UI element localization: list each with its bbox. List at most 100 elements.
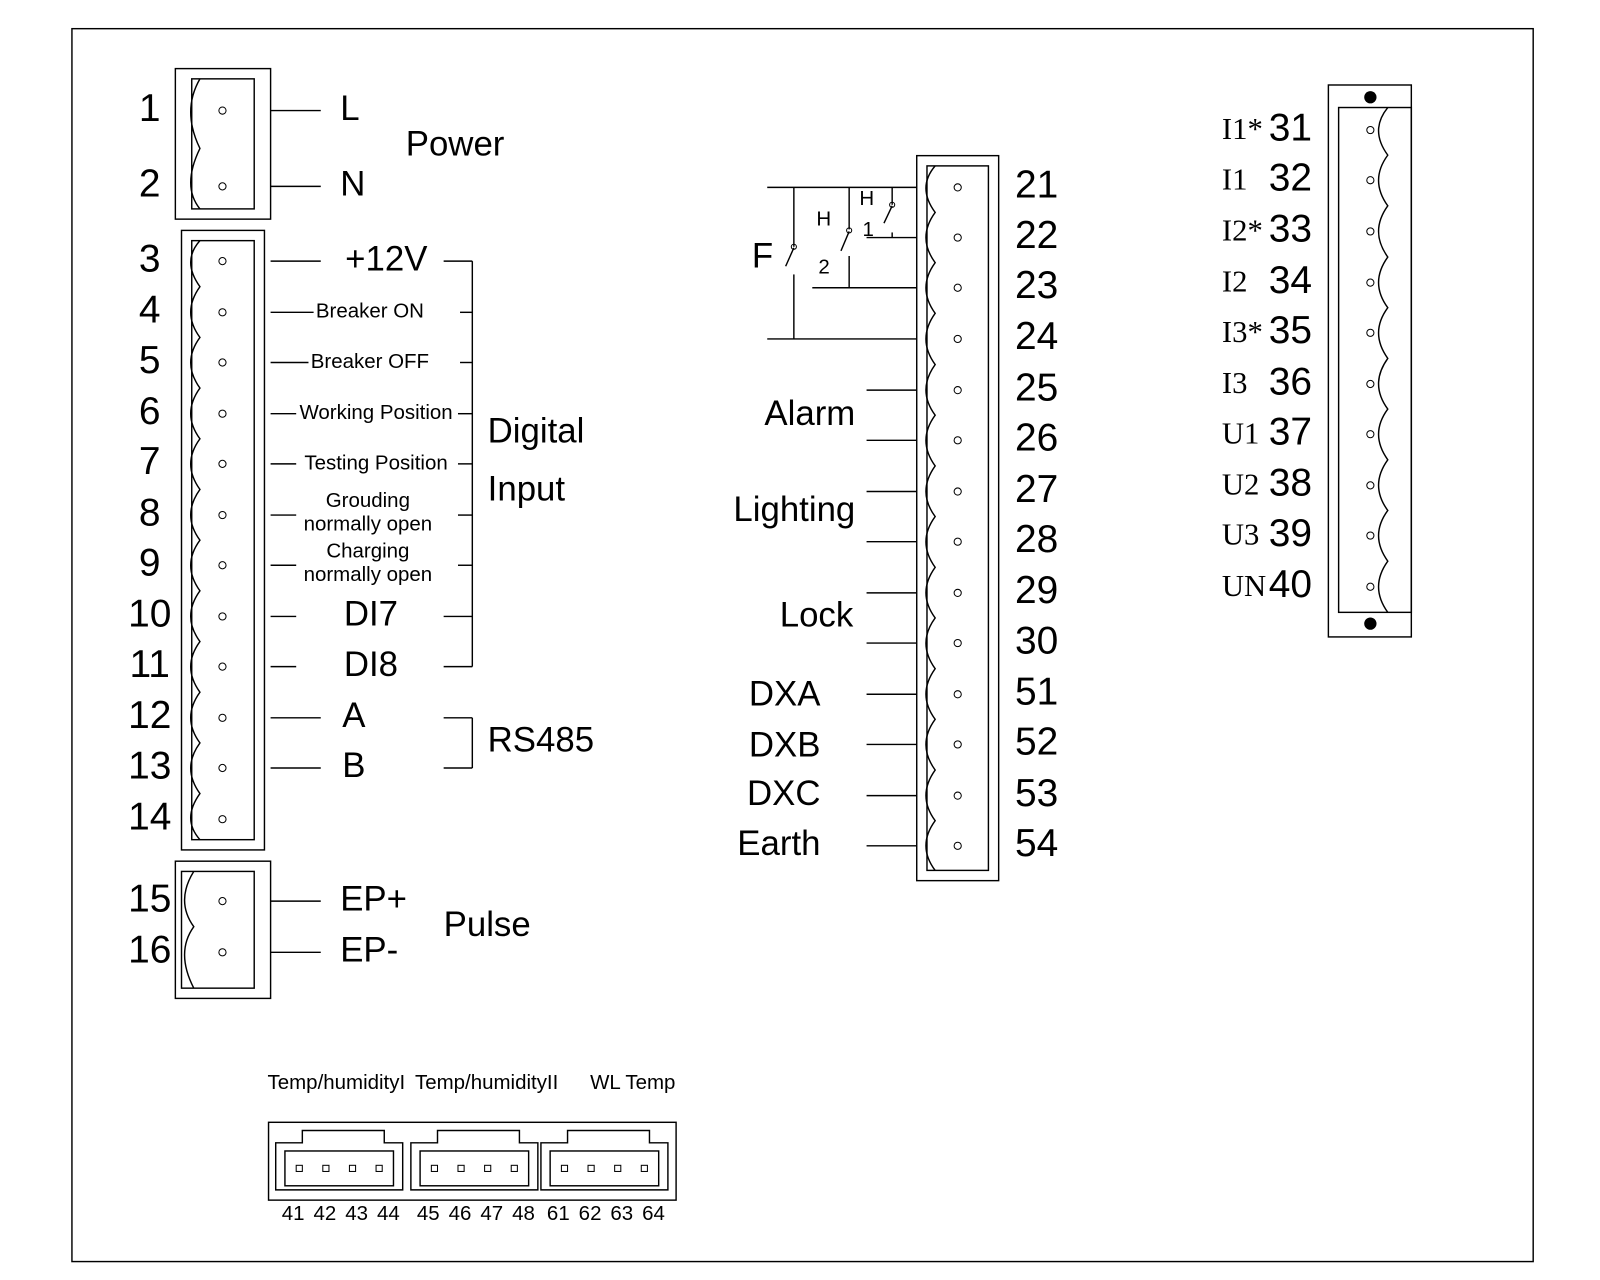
measurement-label: I3* <box>1222 315 1263 349</box>
sensor-pin-icon <box>484 1164 492 1172</box>
measurement-label: I1* <box>1222 112 1263 146</box>
pulse-label: EP+ <box>340 879 407 918</box>
sensor-pin-number: 46 <box>449 1202 472 1225</box>
power-label: L <box>340 89 359 128</box>
power-terminal-block <box>174 67 272 220</box>
terminal-screw-icon <box>1366 481 1375 490</box>
sensor-label: WL Temp <box>590 1071 675 1094</box>
terminal-number: 10 <box>128 593 171 636</box>
terminal-screw-icon <box>953 386 962 395</box>
control-label: DXB <box>749 726 821 765</box>
sensor-pin-icon <box>640 1164 648 1172</box>
control-label: DXC <box>747 774 820 813</box>
terminal-edge <box>925 165 937 871</box>
rs485-label: A <box>342 696 366 735</box>
switch-h2-number: 2 <box>818 256 829 279</box>
sensor-label: Temp/humidityI <box>268 1071 406 1094</box>
digital-terminal-block <box>180 229 266 851</box>
terminal-number: 6 <box>139 390 161 433</box>
sensor-pin-icon <box>510 1164 518 1172</box>
terminal-screw-icon <box>1366 430 1375 439</box>
digital-group-label: Digital <box>488 411 585 450</box>
terminal-screw-icon <box>953 638 962 648</box>
measurement-terminal-insert <box>1337 106 1413 614</box>
terminal-number: 38 <box>1269 462 1312 505</box>
terminal-edge <box>1377 107 1389 613</box>
terminal-number: 53 <box>1015 772 1058 815</box>
terminal-number: 9 <box>139 542 161 585</box>
sensor-pin-number: 64 <box>642 1202 665 1225</box>
digital-input-label: normally open <box>304 513 433 536</box>
sensor-socket-inner <box>284 1150 395 1187</box>
terminal-screw-icon <box>1366 379 1375 389</box>
terminal-number: 23 <box>1015 264 1058 307</box>
terminal-screw-icon <box>218 561 227 570</box>
sensor-socket-inner <box>549 1150 660 1187</box>
terminal-screw-icon <box>953 233 962 242</box>
sensor-pin-icon <box>457 1164 465 1172</box>
switch-h2-label: H <box>816 208 831 231</box>
terminal-number: 2 <box>139 163 161 206</box>
measurement-terminal-block <box>1327 84 1413 638</box>
measurement-label: I2* <box>1222 214 1263 248</box>
pulse-terminal-insert <box>180 870 255 989</box>
terminal-screw-icon <box>953 487 962 496</box>
digital-group-label: Input <box>488 470 566 509</box>
terminal-number: 13 <box>128 744 171 787</box>
control-terminal-insert <box>926 165 990 872</box>
switch-h1-label: H <box>859 187 874 210</box>
terminal-number: 34 <box>1269 259 1312 302</box>
terminal-screw-icon <box>1366 227 1375 236</box>
sensor-pin-number: 42 <box>313 1202 336 1225</box>
digital-input-label: Breaker ON <box>316 300 424 323</box>
terminal-number: 54 <box>1015 822 1058 865</box>
sensor-pin-icon <box>322 1164 330 1172</box>
terminal-screw-icon <box>218 358 227 367</box>
measurement-label: I1 <box>1222 162 1248 196</box>
measurement-label: I3 <box>1222 366 1248 400</box>
terminal-number: 39 <box>1269 512 1312 555</box>
terminal-number: 32 <box>1269 157 1312 200</box>
terminal-screw-icon <box>218 308 227 317</box>
terminal-number: 29 <box>1015 569 1058 612</box>
sensor-pin-number: 48 <box>512 1202 535 1225</box>
sensor-pin-icon <box>587 1164 595 1172</box>
terminal-number: 4 <box>139 289 161 332</box>
terminal-edge <box>190 240 201 841</box>
terminal-edge <box>190 78 201 210</box>
measurement-label: UN <box>1222 569 1266 603</box>
sensor-pin-icon <box>560 1164 569 1172</box>
terminal-number: 28 <box>1015 518 1058 561</box>
terminal-screw-icon <box>953 334 962 344</box>
terminal-edge <box>183 871 195 989</box>
sensor-pin-number: 45 <box>417 1202 440 1225</box>
control-label: Alarm <box>764 394 855 433</box>
terminal-screw-icon <box>953 537 962 546</box>
sensor-socket-inner <box>419 1150 530 1187</box>
power-terminal-insert <box>191 78 255 210</box>
digital-input-label: DI7 <box>344 595 398 634</box>
terminal-screw-icon <box>1366 125 1375 135</box>
terminal-number: 24 <box>1015 315 1058 358</box>
terminal-screw-icon <box>953 690 962 699</box>
terminal-number: 5 <box>139 339 161 382</box>
terminal-number: 12 <box>128 694 171 737</box>
terminal-number: 37 <box>1269 410 1312 453</box>
pulse-group-label: Pulse <box>444 905 531 944</box>
terminal-screw-icon <box>953 841 962 850</box>
terminal-screw-icon <box>953 740 962 749</box>
terminal-number: 14 <box>128 795 171 838</box>
sensor-pin-icon <box>375 1164 383 1172</box>
digital-input-label: normally open <box>304 563 433 586</box>
measurement-label: U1 <box>1222 416 1260 450</box>
terminal-number: 16 <box>128 929 171 972</box>
terminal-number: 21 <box>1015 164 1058 207</box>
pulse-label: EP- <box>340 931 398 970</box>
terminal-screw-icon <box>1366 328 1375 337</box>
terminal-screw-icon <box>218 815 227 824</box>
terminal-screw-icon <box>1366 531 1375 540</box>
digital-input-label: Breaker OFF <box>311 350 429 373</box>
mounting-screw-icon <box>1364 91 1377 104</box>
terminal-number: 30 <box>1015 619 1058 662</box>
